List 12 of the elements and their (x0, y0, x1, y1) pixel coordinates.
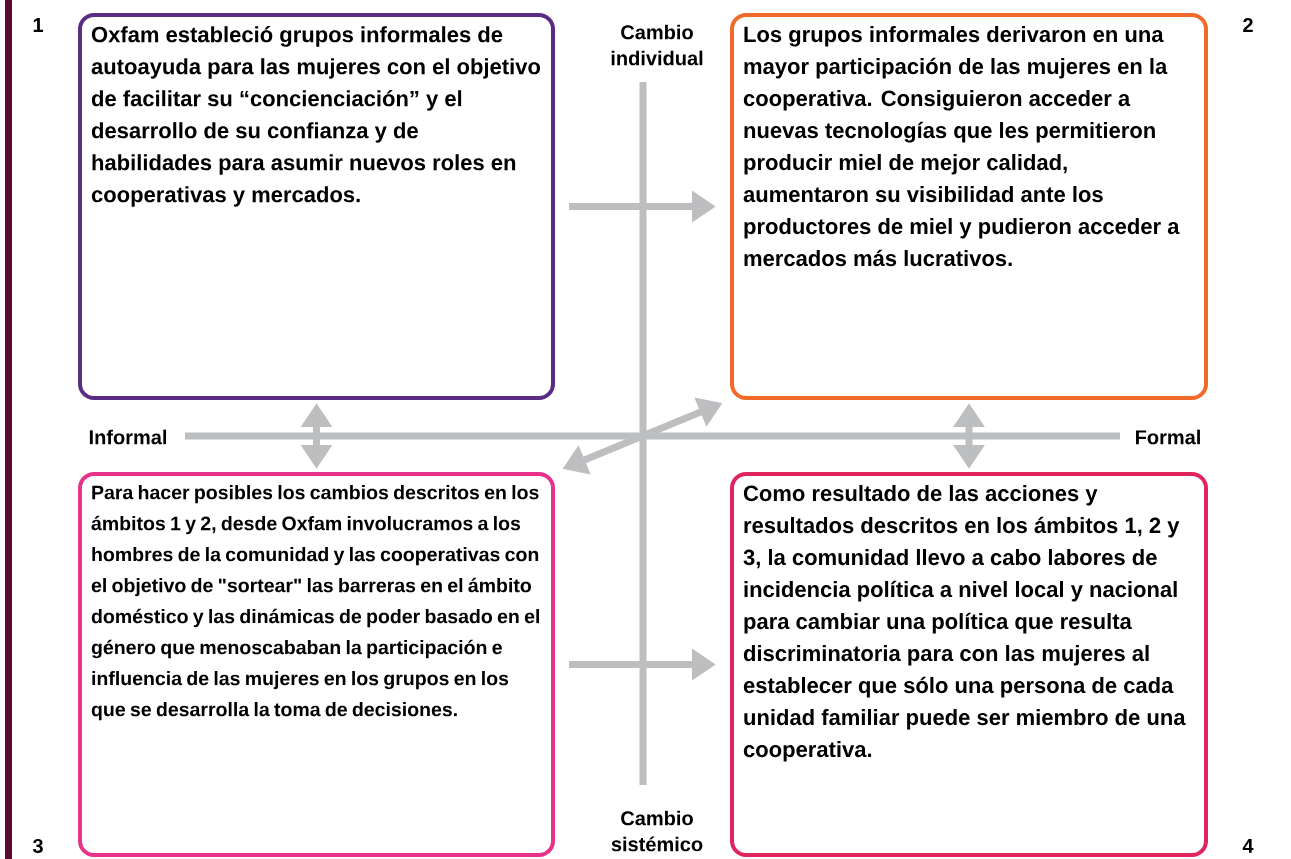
axis-label: Cambio individual (611, 24, 703, 66)
axis-label: 2 (1243, 18, 1253, 32)
axis-label: 1 (33, 18, 43, 32)
text-box: Los grupos informales derivaron en una mayor participación de las mujeres en la cooperativa. Consiguieron acceder a nuevas tecnologías que les permitieron producir miel de mejor calidad, aumentaron su visibilidad ante los productores de miel y pudieron acceder a mercados más lucrativos. (730, 13, 1208, 400)
axis-label: Cambio sistémico (611, 810, 703, 852)
axis-label: Formal (1136, 429, 1200, 445)
text-box: Para hacer posibles los cambios descritos en los ámbitos 1 y 2, desde Oxfam involucramos a los hombres de la comunidad y las cooperativas con el objetivo de "sortear" las barreras en el ámbito doméstico y las dinámicas de poder basado en el género que menoscababan la participación e influencia de las mujeres en los grupos en los que se desarrolla la toma de decisiones. (78, 472, 555, 857)
axis-label: 4 (1242, 839, 1254, 853)
text-box: Como resultado de las acciones y resultados descritos en los ámbitos 1, 2 y 3, la comunidad llevo a cabo labores de incidencia política a nivel local y nacional para cambiar una política que resulta discriminatoria para con las mujeres al establecer que sólo una persona de cada unidad familiar puede ser miembro de una cooperativa. (730, 472, 1208, 857)
axis-label: 3 (32, 838, 43, 854)
text-box: Oxfam estableció grupos informales de autoayuda para las mujeres con el objetivo de facilitar su “concienciación” y el desarrollo de su confianza y de habilidades para asumir nuevos roles en cooperativas y mercados. (78, 13, 555, 400)
axis-label: Informal (89, 429, 167, 445)
